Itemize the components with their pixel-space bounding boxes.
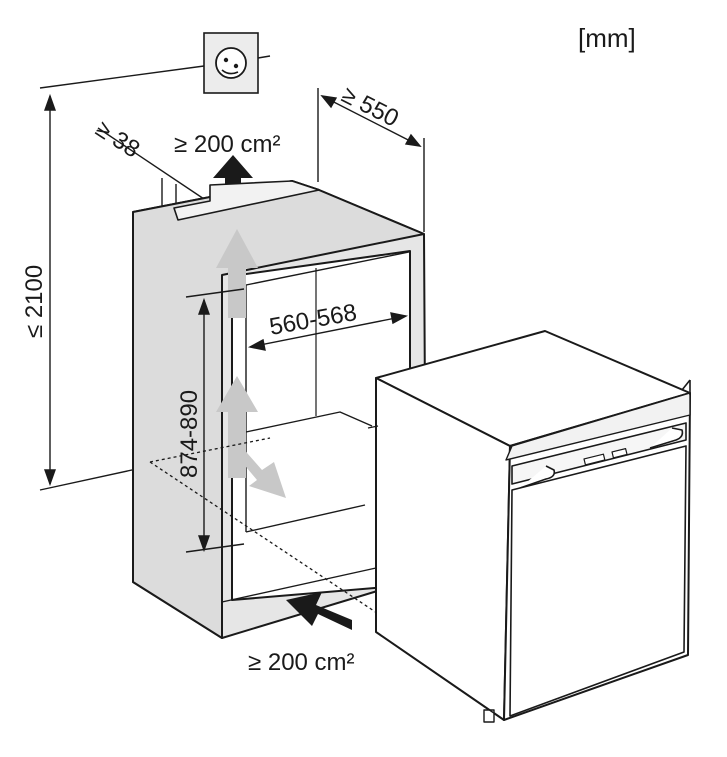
kitchen-cabinet [132, 180, 427, 639]
max-height-label: ≤ 2100 [21, 265, 48, 338]
niche-height-label: 874-890 [176, 390, 203, 478]
min-depth-label: ≥ 550 [337, 81, 403, 132]
niche-width-dimension [247, 312, 409, 351]
power-socket-icon [203, 32, 259, 94]
floor-projection [149, 437, 381, 616]
unit-label: [mm] [578, 23, 636, 53]
bottom-airflow-arrow-icon [286, 592, 352, 630]
airflow-arrow-icon [216, 229, 286, 498]
top-ventilation-label: ≥ 200 cm² [174, 131, 281, 158]
appliance [367, 330, 691, 723]
depth-dimension [317, 88, 425, 232]
top-airflow-arrow-icon [213, 155, 253, 202]
niche-height-dimension [185, 288, 245, 553]
min-gap-label: ≥ 38 [91, 115, 145, 163]
bottom-ventilation-label: ≥ 200 cm² [248, 649, 355, 676]
